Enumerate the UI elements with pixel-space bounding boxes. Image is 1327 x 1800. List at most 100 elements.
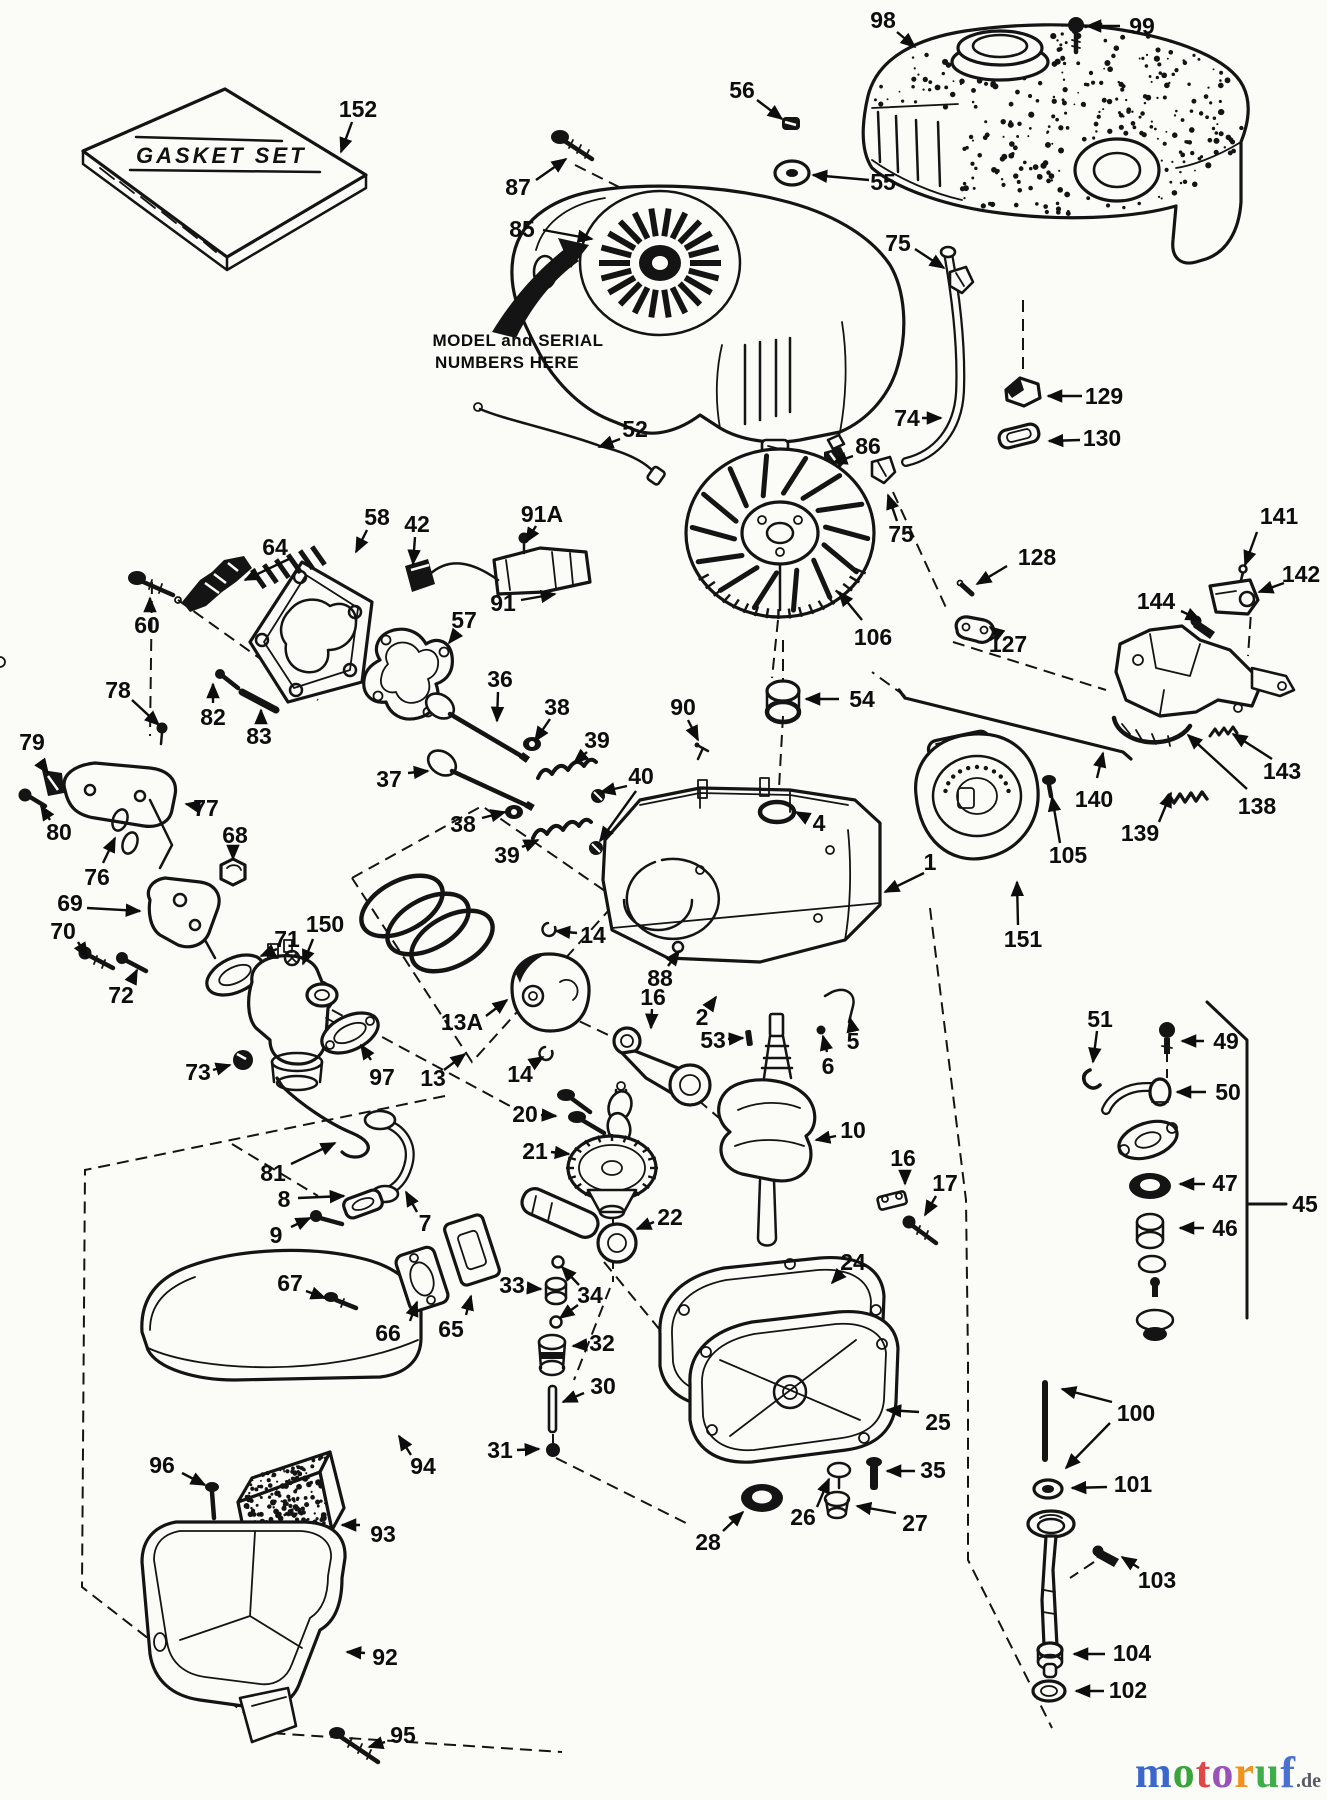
callout-label: 77 — [193, 795, 219, 821]
leader-arrow — [831, 451, 854, 465]
leader-arrow — [794, 810, 812, 825]
part-pin-128 — [956, 579, 975, 597]
callout-92: 92 — [345, 1644, 398, 1670]
leader-arrow — [811, 169, 870, 183]
leader-arrow — [443, 1052, 467, 1071]
callout-37: 37 — [376, 765, 430, 792]
watermark-letter: t — [1195, 1748, 1212, 1797]
callout-label: 151 — [1004, 926, 1043, 952]
callout-128: 128 — [975, 544, 1056, 586]
callout-label: 57 — [451, 607, 477, 633]
callout-16: 16 — [640, 984, 666, 1030]
part-bolt-103 — [1092, 1545, 1119, 1567]
callout-151: 151 — [1004, 880, 1043, 952]
callout-label: 20 — [512, 1101, 538, 1127]
leader-arrow — [542, 228, 594, 244]
callout-label: 139 — [1121, 820, 1159, 846]
callout-label: 28 — [695, 1529, 721, 1555]
callout-label: 127 — [989, 631, 1027, 657]
leader-arrow — [290, 1216, 312, 1231]
leader-arrow — [561, 1390, 585, 1404]
callout-68: 68 — [222, 822, 248, 861]
callout-label: 105 — [1049, 842, 1088, 868]
leader-arrow — [722, 1510, 745, 1532]
callout-label: 129 — [1085, 383, 1123, 409]
leader-arrow — [131, 699, 161, 727]
part-blower-housing — [510, 184, 906, 444]
part-crank-key-53 — [745, 1029, 753, 1047]
callout-label: 93 — [370, 1521, 396, 1547]
callout-141: 141 — [1243, 503, 1298, 567]
callout-label: 71 — [274, 926, 300, 952]
callout-28: 28 — [695, 1510, 745, 1555]
callout-label: 90 — [670, 694, 696, 720]
callout-93: 93 — [340, 1518, 396, 1547]
leader-arrow — [527, 1055, 545, 1071]
callout-label: 55 — [870, 169, 896, 195]
callout-label: 87 — [505, 174, 531, 200]
part-spring-143 — [1208, 703, 1243, 738]
callout-label: 17 — [932, 1170, 958, 1196]
part-valve-spring-upper — [536, 757, 598, 780]
leader-arrow — [305, 1286, 327, 1300]
callout-label: 50 — [1215, 1079, 1241, 1105]
part-screw-82 — [215, 669, 241, 691]
callout-97: 97 — [360, 1043, 395, 1090]
callout-36: 36 — [487, 666, 513, 723]
leader-arrow — [883, 871, 925, 894]
callout-72: 72 — [108, 968, 139, 1008]
leader-arrow — [558, 1304, 579, 1319]
callout-47: 47 — [1178, 1170, 1238, 1196]
callout-label: 6 — [822, 1053, 835, 1079]
callout-14: 14 — [554, 922, 606, 948]
callout-label: 42 — [404, 511, 430, 537]
callout-129: 129 — [1046, 383, 1123, 409]
leader-arrow — [360, 1043, 375, 1061]
callout-label: 30 — [590, 1373, 616, 1399]
callout-label: 16 — [640, 984, 666, 1010]
part-cylinder-head — [248, 545, 374, 704]
leader-arrow — [490, 691, 505, 723]
part-breather-valve-129 — [1004, 376, 1042, 408]
callout-95: 95 — [367, 1722, 416, 1750]
callout-2: 2 — [696, 995, 717, 1030]
callout-label: 31 — [487, 1437, 513, 1463]
watermark-suffix: .de — [1296, 1770, 1321, 1792]
callout-74: 74 — [894, 405, 943, 431]
leader-arrow — [1047, 795, 1062, 844]
callout-label: 69 — [57, 890, 83, 916]
callout-46: 46 — [1178, 1215, 1238, 1241]
callout-39: 39 — [494, 838, 540, 868]
leader-arrow — [923, 1195, 938, 1217]
leader-arrow — [1088, 1030, 1102, 1064]
leader-arrow — [516, 1442, 541, 1457]
callout-label: 101 — [1114, 1471, 1153, 1497]
part-screw-72 — [116, 952, 149, 974]
leader-arrow — [846, 1016, 860, 1034]
callout-32: 32 — [571, 1330, 615, 1356]
callout-label: 49 — [1213, 1028, 1239, 1054]
watermark: motoruf.de — [1135, 1747, 1321, 1798]
callout-52: 52 — [597, 416, 648, 449]
leader-arrow — [1093, 751, 1107, 779]
part-clip-51 — [1082, 1068, 1102, 1090]
leader-arrow — [481, 809, 507, 823]
part-spring-cup-33 — [544, 1276, 568, 1306]
callout-106: 106 — [837, 590, 892, 650]
callout-80: 80 — [39, 804, 72, 845]
tank-speckle-texture — [873, 22, 1245, 216]
callout-64: 64 — [243, 534, 290, 582]
callout-38: 38 — [534, 694, 570, 743]
callout-label: 2 — [696, 1004, 709, 1030]
leader-arrow — [535, 158, 568, 181]
callout-label: 150 — [306, 911, 344, 937]
callout-42: 42 — [404, 511, 430, 566]
callout-label: 13A — [441, 1009, 483, 1035]
part-bolt-67 — [324, 1292, 359, 1311]
part-bolt-60 — [128, 571, 176, 598]
callout-label: 4 — [813, 810, 826, 836]
callout-label: 143 — [1263, 758, 1301, 784]
part-piston-rings — [359, 873, 495, 974]
leader-arrow — [571, 1338, 588, 1352]
leader-arrow — [914, 247, 946, 270]
